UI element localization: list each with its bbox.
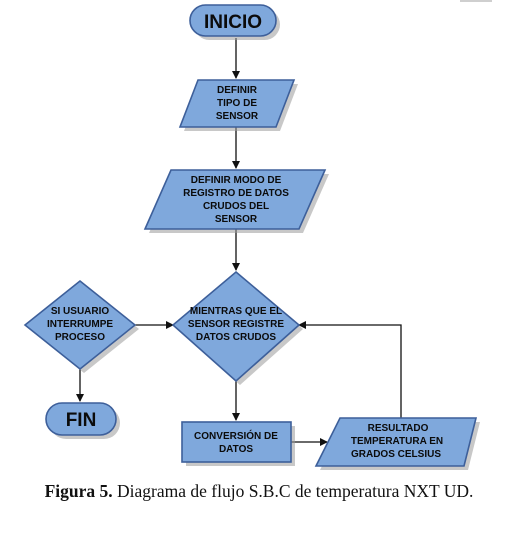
node-definir-modo-line-3: CRUDOS DEL bbox=[203, 201, 269, 212]
node-definir-tipo: DEFINIR TIPO DE SENSOR bbox=[178, 79, 298, 131]
node-inicio-label: INICIO bbox=[204, 12, 262, 33]
node-si-usuario-line-2: INTERRUMPE bbox=[47, 319, 113, 330]
node-fin: FIN bbox=[45, 402, 120, 439]
figure-caption-text: Diagrama de flujo S.B.C de temperatura N… bbox=[112, 481, 474, 501]
figure-caption-label: Figura 5. bbox=[44, 481, 113, 501]
node-definir-modo-line-2: REGISTRO DE DATOS bbox=[183, 188, 289, 199]
node-resultado: RESULTADO TEMPERATURA EN GRADOS CELSIUS bbox=[314, 417, 480, 470]
edge-resultado-loop-to-mientras bbox=[298, 321, 402, 420]
node-inicio: INICIO bbox=[189, 4, 280, 40]
node-fin-label: FIN bbox=[66, 410, 97, 431]
node-si-usuario: SI USUARIO INTERRUMPE PROCESO bbox=[23, 279, 139, 373]
node-conversion-line-2: DATOS bbox=[219, 444, 253, 455]
node-conversion-line-1: CONVERSIÓN DE bbox=[194, 429, 278, 442]
node-resultado-line-2: TEMPERATURA EN bbox=[351, 436, 443, 447]
flowchart: INICIO DEFINIR TIPO DE SENSOR DEFINIR MO… bbox=[23, 4, 480, 470]
node-conversion: CONVERSIÓN DE DATOS bbox=[181, 421, 295, 466]
node-definir-tipo-line-2: TIPO DE bbox=[217, 98, 257, 109]
node-mientras: MIENTRAS QUE EL SENSOR REGISTRE DATOS CR… bbox=[171, 270, 303, 385]
node-definir-modo-line-1: DEFINIR MODO DE bbox=[191, 175, 282, 186]
node-definir-modo: DEFINIR MODO DE REGISTRO DE DATOS CRUDOS… bbox=[143, 169, 329, 233]
edges bbox=[76, 38, 402, 446]
node-si-usuario-line-3: PROCESO bbox=[55, 332, 105, 343]
node-mientras-line-1: MIENTRAS QUE EL bbox=[190, 306, 282, 317]
node-si-usuario-line-1: SI USUARIO bbox=[51, 306, 110, 317]
node-definir-tipo-line-3: SENSOR bbox=[216, 111, 259, 122]
figure-caption: Figura 5. Diagrama de flujo S.B.C de tem… bbox=[10, 480, 508, 503]
node-resultado-line-1: RESULTADO bbox=[368, 423, 429, 434]
node-resultado-line-3: GRADOS CELSIUS bbox=[351, 449, 441, 460]
node-definir-tipo-line-1: DEFINIR bbox=[217, 85, 258, 96]
node-mientras-line-2: SENSOR REGISTRE bbox=[188, 319, 284, 330]
node-mientras-line-3: DATOS CRUDOS bbox=[196, 332, 277, 343]
node-definir-modo-line-4: SENSOR bbox=[215, 214, 258, 225]
corner-mark bbox=[460, 0, 492, 2]
